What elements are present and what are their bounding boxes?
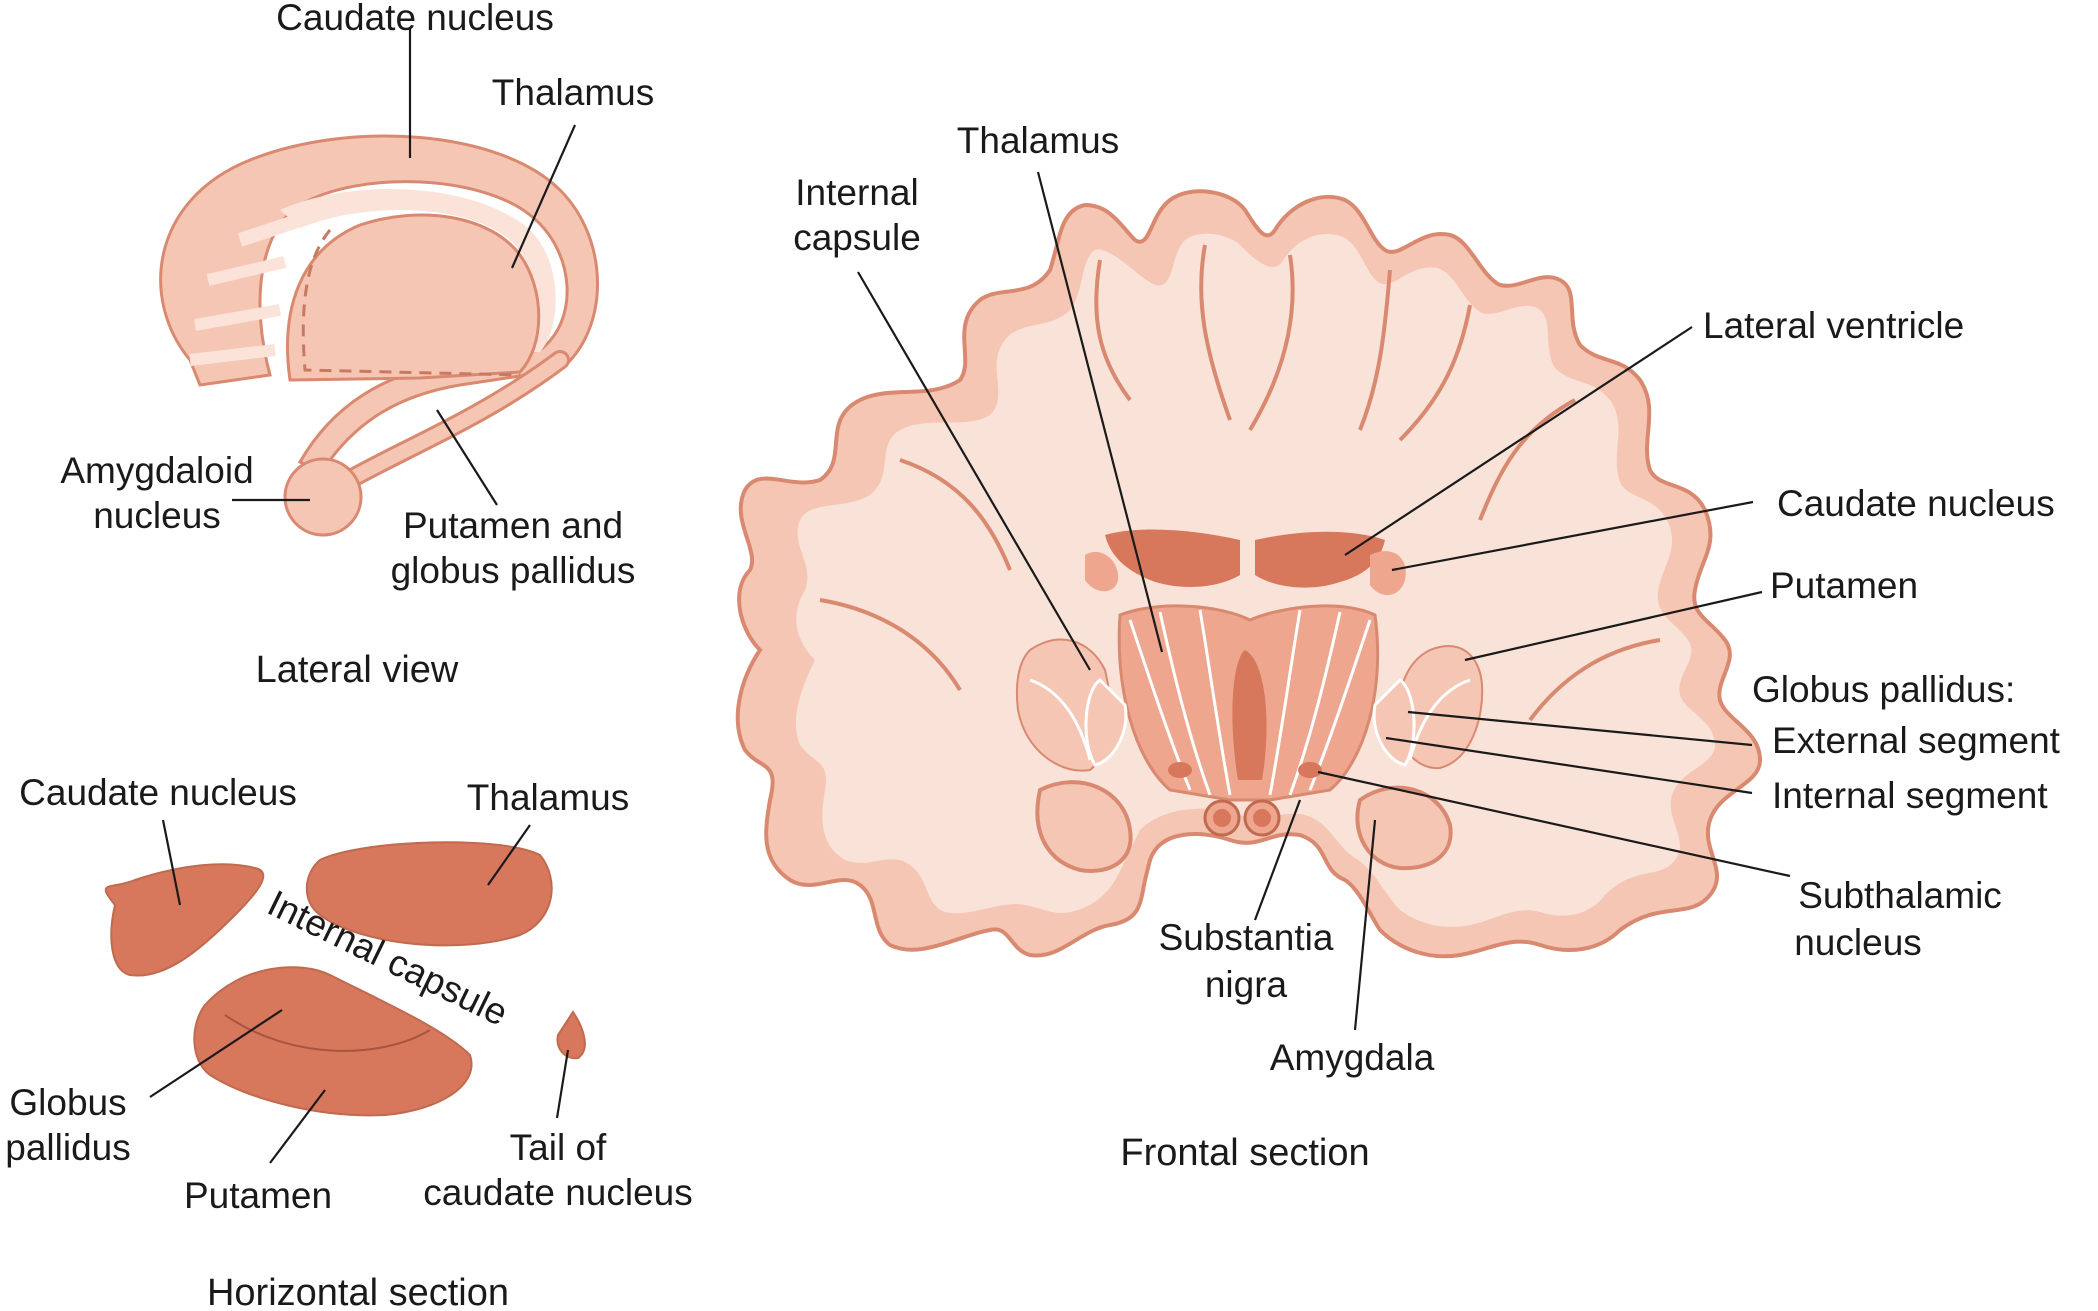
lateral-thalamus-shape xyxy=(286,213,541,382)
frontal-putamen-label: Putamen xyxy=(1770,565,1918,606)
frontal-sulcus-9 xyxy=(1528,638,1661,722)
lateral-view-panel: Caudate nucleus Thalamus Amygdaloid nucl… xyxy=(60,0,654,691)
frontal-fiber-5 xyxy=(1288,611,1342,796)
frontal-peduncle-right-inner xyxy=(1253,809,1271,827)
lateral-putamen-label-line2: globus pallidus xyxy=(391,550,636,591)
frontal-sulcus-5 xyxy=(1398,304,1472,442)
horizontal-putamen-leader xyxy=(269,1089,326,1164)
frontal-fiber-4 xyxy=(1268,609,1302,796)
lateral-amygdaloid-label-line2: nucleus xyxy=(93,495,221,536)
frontal-internal-capsule-leader xyxy=(857,271,1091,671)
horizontal-tail-label-line1: Tail of xyxy=(510,1127,607,1168)
horizontal-section-caption: Horizontal section xyxy=(207,1272,509,1311)
frontal-lateral-ventricle-left xyxy=(1105,529,1240,587)
frontal-peduncle-left-inner xyxy=(1213,809,1231,827)
frontal-lateral-ventricle-right xyxy=(1255,531,1385,588)
horizontal-thalamus-leader xyxy=(487,824,531,886)
frontal-sulcus-7 xyxy=(899,458,1012,571)
frontal-caudate-leader xyxy=(1391,500,1754,572)
frontal-external-segment-label: External segment xyxy=(1772,720,2061,761)
frontal-caudate-right xyxy=(1370,551,1406,596)
frontal-sulcus-4 xyxy=(1358,269,1392,431)
frontal-temporal-right xyxy=(1355,785,1453,871)
horizontal-caudate-shape xyxy=(104,863,265,977)
lateral-putamen-dashed xyxy=(301,229,521,377)
frontal-section-panel: Thalamus Internal capsule Lateral ventri… xyxy=(735,120,2061,1174)
horizontal-caudate-leader xyxy=(161,819,182,906)
frontal-sulcus-8 xyxy=(819,598,962,692)
frontal-globus-heading: Globus pallidus: xyxy=(1752,669,2015,710)
frontal-lateral-ventricle-leader xyxy=(1344,326,1693,556)
lateral-thalamus-label: Thalamus xyxy=(492,72,654,113)
horizontal-globus-label-line2: pallidus xyxy=(5,1127,130,1168)
frontal-caudate-left xyxy=(1085,551,1119,592)
frontal-substantia-label-line1: Substantia xyxy=(1159,917,1334,958)
frontal-subthalamic-leader xyxy=(1317,770,1791,878)
frontal-sulcus-2 xyxy=(1199,244,1232,421)
lateral-striation-2 xyxy=(206,256,287,286)
frontal-subthalamic-right xyxy=(1298,762,1322,778)
frontal-amygdala-leader xyxy=(1353,819,1377,1031)
frontal-internal-segment-label: Internal segment xyxy=(1772,775,2048,816)
horizontal-tail-label-line2: caudate nucleus xyxy=(423,1172,692,1213)
horizontal-globus-leader xyxy=(149,1009,283,1098)
lateral-striation-4 xyxy=(189,344,276,366)
frontal-thalamus-label: Thalamus xyxy=(957,120,1119,161)
horizontal-thalamus-label: Thalamus xyxy=(467,777,629,818)
frontal-putamen-striation-left xyxy=(1029,678,1092,761)
lateral-striation-1 xyxy=(237,213,303,247)
horizontal-thalamus-shape xyxy=(305,841,553,947)
frontal-putamen-striation-right xyxy=(1408,678,1471,761)
horizontal-putamen-label: Putamen xyxy=(184,1175,332,1216)
horizontal-section-panel: Caudate nucleus Thalamus Internal capsul… xyxy=(5,772,692,1311)
horizontal-tail-shape xyxy=(556,1010,586,1060)
frontal-sulcus-6 xyxy=(1478,398,1576,521)
lateral-amygdaloid-shape xyxy=(283,457,363,537)
frontal-sulcus-1 xyxy=(1094,259,1132,402)
frontal-sulcus-3 xyxy=(1248,254,1295,432)
frontal-temporal-left xyxy=(1035,780,1133,873)
frontal-lateral-ventricle-label: Lateral ventricle xyxy=(1703,305,1964,346)
lateral-putamen-leader xyxy=(436,409,498,506)
lateral-amygdaloid-label-line1: Amygdaloid xyxy=(60,450,253,491)
horizontal-lentiform-shape xyxy=(193,966,473,1117)
lateral-caudate-label: Caudate nucleus xyxy=(276,0,554,38)
frontal-globus-right xyxy=(1372,678,1416,767)
frontal-amygdala-label: Amygdala xyxy=(1270,1037,1435,1078)
frontal-fiber-3 xyxy=(1198,609,1232,796)
frontal-third-ventricle xyxy=(1232,650,1267,780)
horizontal-globus-label-line1: Globus xyxy=(9,1082,126,1123)
frontal-globus-left xyxy=(1084,678,1128,767)
frontal-internal-capsule-label-line1: Internal xyxy=(795,172,918,213)
frontal-internal-segment-leader xyxy=(1385,736,1753,795)
lateral-caudate-tail-fill xyxy=(333,353,567,492)
lateral-putamen-label-line1: Putamen and xyxy=(403,505,623,546)
horizontal-caudate-label: Caudate nucleus xyxy=(19,772,297,813)
frontal-internal-capsule-label-line2: capsule xyxy=(793,217,921,258)
frontal-caudate-label: Caudate nucleus xyxy=(1777,483,2055,524)
frontal-thalamus-leader xyxy=(1036,171,1164,653)
frontal-subthalamic-label-line1: Subthalamic xyxy=(1798,875,2002,916)
frontal-substantia-leader xyxy=(1253,799,1302,921)
frontal-external-segment-leader xyxy=(1407,710,1753,747)
frontal-section-caption: Frontal section xyxy=(1120,1132,1369,1174)
frontal-subthalamic-left xyxy=(1168,762,1192,778)
lateral-view-caption: Lateral view xyxy=(256,649,459,691)
horizontal-tail-leader xyxy=(555,1049,570,1119)
lateral-thalamus-leader xyxy=(510,124,577,269)
lateral-striation-3 xyxy=(193,304,282,331)
frontal-substantia-label-line2: nigra xyxy=(1205,964,1288,1005)
frontal-putamen-leader xyxy=(1464,590,1763,662)
frontal-subthalamic-label-line2: nucleus xyxy=(1794,922,1922,963)
frontal-fiber-2 xyxy=(1158,611,1212,796)
